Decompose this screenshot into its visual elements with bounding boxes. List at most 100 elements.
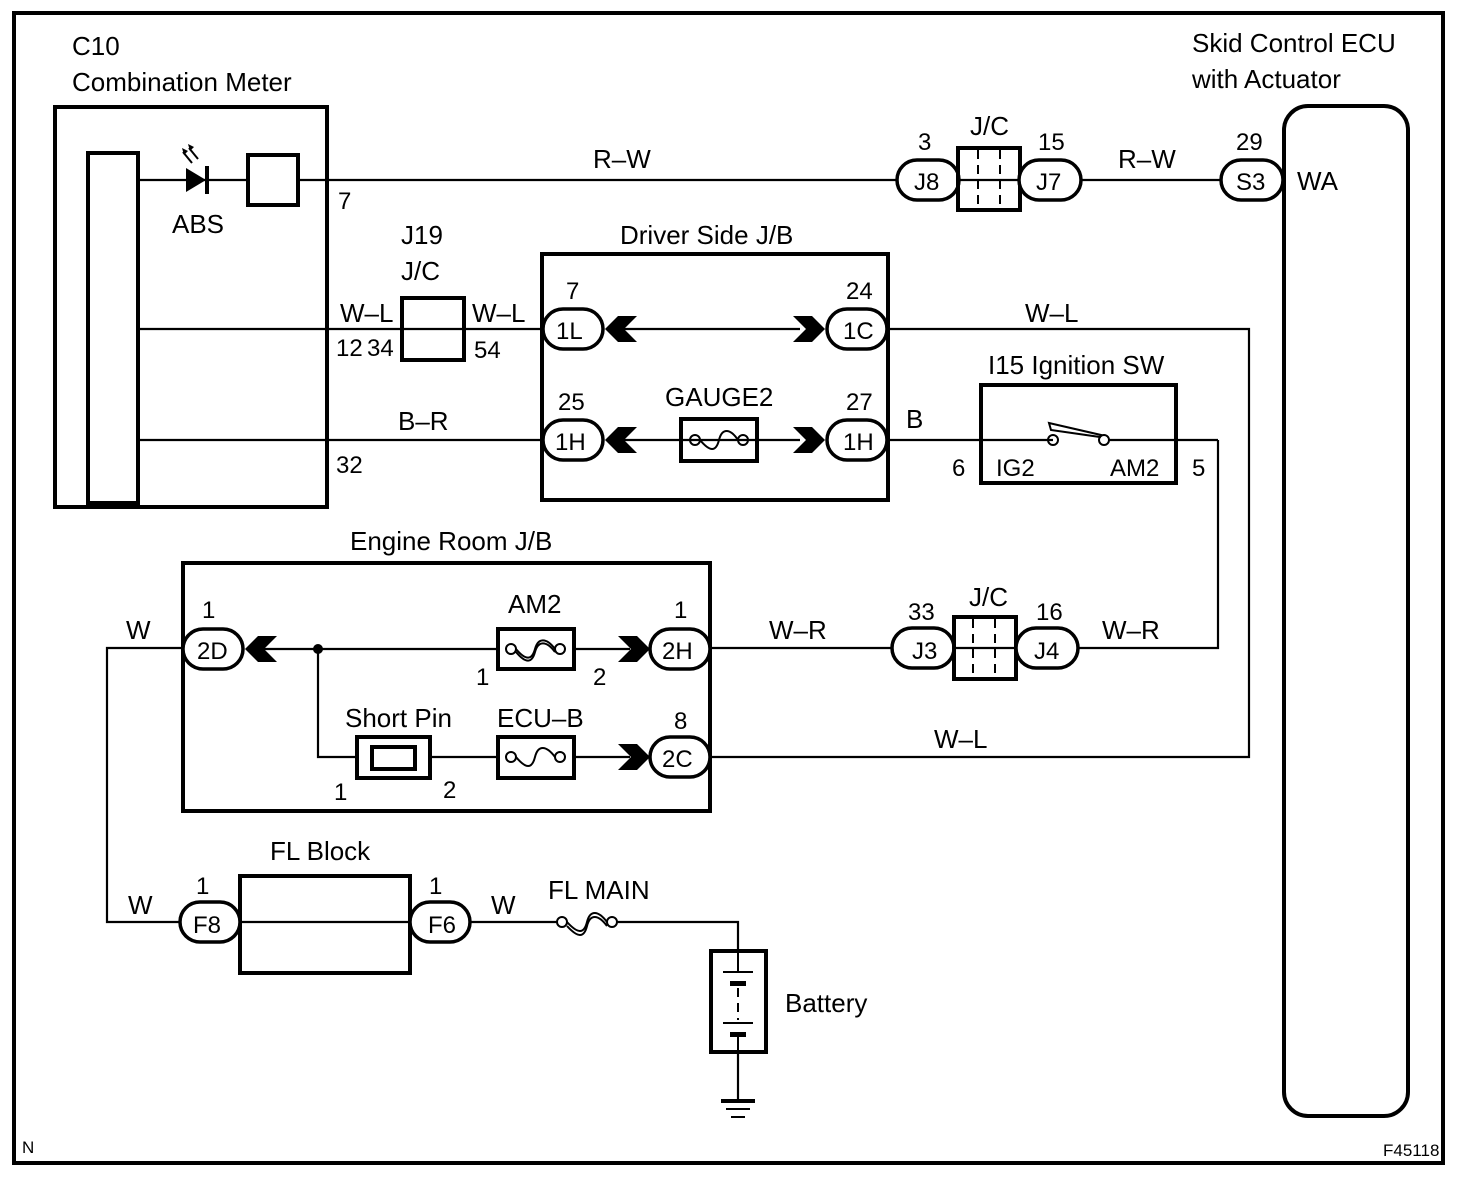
connector-f8-label: F8 — [193, 912, 221, 939]
fuse-am2-pin-1: 1 — [476, 664, 489, 691]
connector-j4-label: J4 — [1034, 638, 1059, 665]
wire-label-w-r-2: W–R — [1102, 615, 1160, 645]
fl-block-right-pin: 1 — [429, 873, 442, 900]
wire-label-w-3: W — [491, 890, 516, 920]
ignition-switch: I15 Ignition SW 6 IG2 AM2 5 — [952, 350, 1218, 485]
fl-main-fusible-link: FL MAIN — [548, 875, 650, 936]
diagram-frame — [12, 11, 1445, 1165]
battery-label: Battery — [785, 988, 867, 1018]
female-terminal-icon — [245, 636, 277, 662]
male-terminal-icon — [618, 744, 650, 770]
ignition-pin-5: 5 — [1192, 455, 1205, 482]
combination-meter: C10 Combination Meter ABS 7 12 32 — [53, 31, 363, 509]
ignition-terminal-ig2: IG2 — [996, 455, 1035, 482]
j19-pin-34: 34 — [367, 335, 394, 362]
connector-j7-label: J7 — [1036, 169, 1061, 196]
ecu-terminal-wa: WA — [1297, 166, 1339, 196]
j19-code: J19 — [401, 220, 443, 250]
figure-id: F45118 — [1383, 1141, 1439, 1160]
fuse-am2-label: AM2 — [508, 589, 561, 619]
ecu-pin-29: 29 — [1236, 129, 1263, 156]
fuse-icon — [505, 747, 566, 767]
connector-1l-label: 1L — [556, 318, 583, 345]
jc-mid: J/C 33 16 J3 J4 — [890, 582, 1080, 681]
fuse-ecu-b-label: ECU–B — [497, 703, 584, 733]
connector-j3-label: J3 — [912, 638, 937, 665]
ignition-terminal-am2: AM2 — [1110, 455, 1159, 482]
battery: Battery — [709, 949, 867, 1054]
connector-f6-label: F6 — [428, 912, 456, 939]
abs-indicator-label: ABS — [172, 209, 224, 239]
driver-side-jb: Driver Side J/B 7 1L 24 1C 25 1H GAUGE2 … — [540, 220, 890, 502]
wire-w-l-ecu-b — [710, 327, 1251, 759]
male-terminal-icon — [793, 316, 825, 342]
j19-pin-54: 54 — [474, 337, 501, 364]
jb-pin-27: 27 — [846, 389, 873, 416]
skid-control-ecu: Skid Control ECU with Actuator 29 S3 WA — [1191, 28, 1410, 1118]
erjb-pin-2c: 8 — [674, 708, 687, 735]
connector-2c — [648, 735, 712, 779]
jc-top-right-pin: 15 — [1038, 129, 1065, 156]
wire-label-w-r-1: W–R — [769, 615, 827, 645]
connector-1l — [541, 307, 605, 351]
jc-top-label: J/C — [970, 111, 1009, 141]
short-pin-pin-1: 1 — [334, 779, 347, 806]
meter-pin-12: 12 — [336, 335, 363, 362]
wire-label-w-l-2: W–L — [472, 298, 525, 328]
male-terminal-icon — [793, 427, 825, 453]
wire-label-w-l-4: W–L — [934, 724, 987, 754]
fl-block: FL Block 1 F8 1 F6 — [178, 836, 472, 975]
abs-led-icon — [186, 168, 206, 192]
jc-top-left-pin: 3 — [918, 129, 931, 156]
connector-j4 — [1014, 626, 1080, 670]
jb-pin-7: 7 — [566, 278, 579, 305]
wire-label-b: B — [906, 404, 923, 434]
fuse-gauge2-label: GAUGE2 — [665, 382, 773, 412]
light-emission-arrows-icon — [182, 144, 199, 164]
connector-2c-label: 2C — [662, 746, 693, 773]
combination-meter-box — [53, 105, 329, 509]
ignition-sw-label: I15 Ignition SW — [988, 350, 1165, 380]
erjb-pin-2d: 1 — [202, 597, 215, 624]
erjb-pin-2h: 1 — [674, 597, 687, 624]
connector-1c-label: 1C — [843, 318, 874, 345]
fuse-ecu-b — [496, 735, 576, 780]
wire-w-1 — [105, 646, 183, 924]
j19-junction: J19 J/C W–L W–L 34 54 — [327, 220, 543, 364]
engine-room-jb-label: Engine Room J/B — [350, 526, 552, 556]
ignition-pin-6: 6 — [952, 455, 965, 482]
wire-label-r-w-2: R–W — [1118, 144, 1176, 174]
jc-mid-label: J/C — [969, 582, 1008, 612]
female-terminal-icon — [605, 316, 637, 342]
ecu-name-line2: with Actuator — [1191, 64, 1341, 94]
battery-icon — [723, 951, 753, 1052]
wire-label-w-2: W — [128, 890, 153, 920]
jb-pin-25: 25 — [558, 389, 585, 416]
driver-side-jb-label: Driver Side J/B — [620, 220, 793, 250]
meter-pin-7: 7 — [338, 188, 351, 215]
ecu-box — [1282, 104, 1410, 1118]
connector-s3 — [1219, 158, 1285, 202]
short-pin-element-icon — [370, 745, 417, 771]
fl-block-label: FL Block — [270, 836, 371, 866]
connector-1h-right-label: 1H — [843, 429, 874, 456]
fl-block-left-pin: 1 — [196, 873, 209, 900]
connector-s3-label: S3 — [1236, 169, 1265, 196]
ignition-sw-box — [979, 383, 1178, 485]
combination-meter-code: C10 — [72, 31, 120, 61]
female-terminal-icon — [605, 427, 637, 453]
ground-icon — [721, 1099, 755, 1118]
connector-2h-label: 2H — [662, 638, 693, 665]
abs-driver-block — [246, 153, 300, 207]
connector-f8 — [178, 900, 242, 944]
engine-room-jb: Engine Room J/B 1 2D AM2 1 2 1 2H Short … — [181, 526, 712, 813]
ecu-name-line1: Skid Control ECU — [1192, 28, 1396, 58]
connector-1h-left-label: 1H — [555, 429, 586, 456]
fuse-icon — [505, 639, 566, 662]
wire-label-w-l-1: W–L — [340, 298, 393, 328]
corner-mark: N — [22, 1138, 34, 1157]
wire-w-r-2 — [1077, 440, 1220, 650]
driver-side-jb-box — [540, 252, 890, 502]
connector-j8-label: J8 — [914, 169, 939, 196]
switch-contact-icon — [1047, 421, 1103, 439]
